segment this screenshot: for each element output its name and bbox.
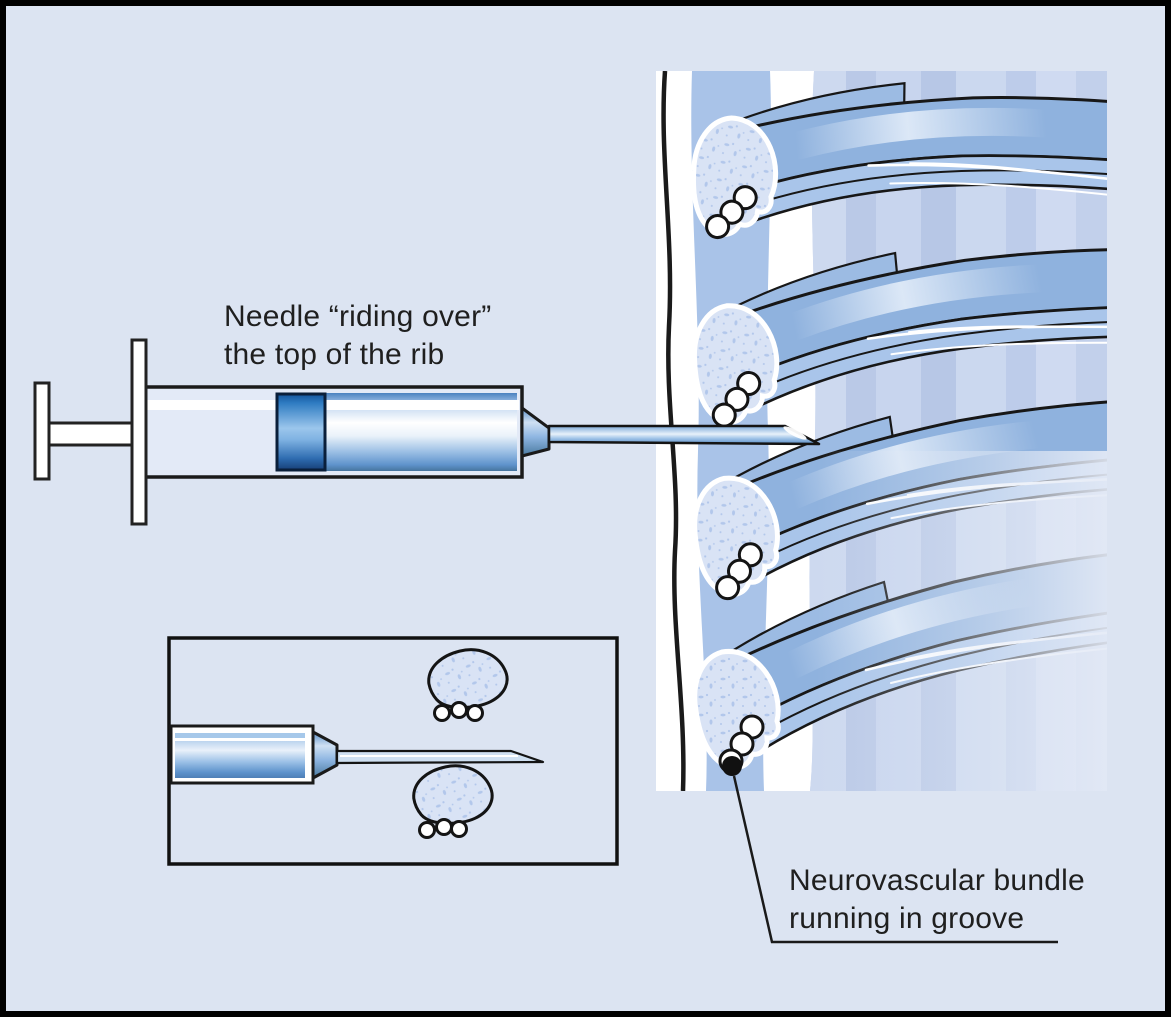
- inset-vessel-circle: [433, 704, 451, 722]
- inset-vessel-circle: [450, 820, 468, 838]
- rib-cage-panel: [656, 71, 1107, 791]
- inset-vessel-circle: [466, 704, 484, 722]
- bundle-label: Neurovascular bundle running in groove: [789, 862, 1085, 938]
- needle-label-line1: Needle “riding over”: [224, 300, 492, 333]
- nozzle-cone: [520, 406, 551, 458]
- inset-nozzle: [311, 730, 339, 780]
- panel-fade-overlay: [816, 451, 1107, 791]
- needle-label-line2: the top of the rib: [224, 338, 445, 371]
- needle: [547, 424, 821, 446]
- bundle-leader-line: [732, 775, 1058, 944]
- plunger-stopper: [275, 392, 327, 472]
- barrel-glass-highlight: [143, 400, 519, 410]
- inset-barrel-fluid: [175, 741, 305, 778]
- bundle-label-line1: Neurovascular bundle: [789, 864, 1085, 897]
- neurovascular-bundle-dot: [722, 756, 742, 776]
- inset-box: [167, 636, 619, 866]
- needle-bevel: [783, 426, 807, 440]
- plunger-handle: [33, 381, 51, 481]
- figure-canvas: [33, 71, 1107, 944]
- syringe: [33, 338, 821, 526]
- inset-vessel-circle: [418, 821, 436, 839]
- barrel-flange: [130, 338, 148, 526]
- needle-label: Needle “riding over” the top of the rib: [224, 298, 491, 374]
- bundle-label-line2: running in groove: [789, 902, 1025, 935]
- inset-barrel-line: [175, 733, 305, 738]
- inset-vessel-circle: [435, 818, 453, 836]
- inset-vessel-circle: [450, 701, 468, 719]
